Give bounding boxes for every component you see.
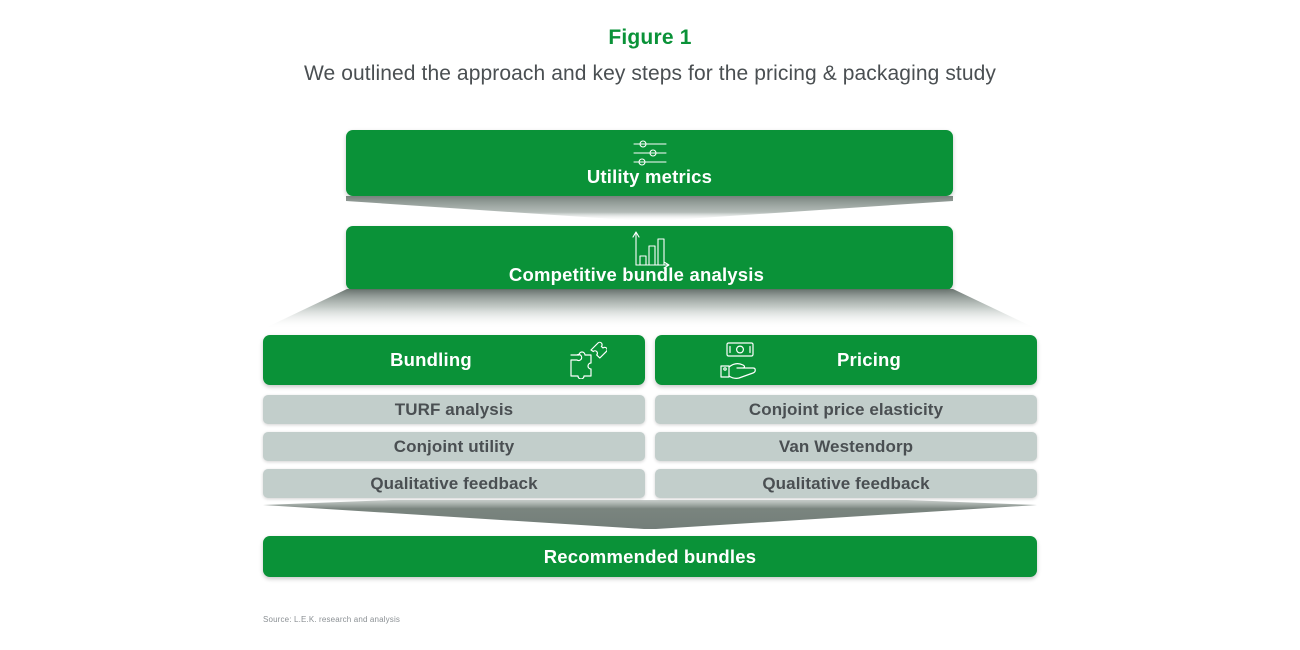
tier-label-competitive-bundle-analysis: Competitive bundle analysis [508,264,765,285]
funnel-connector-1 [346,195,953,223]
sub-item-bundling-2[interactable]: Qualitative feedback [263,469,645,498]
column-header-label-bundling: Bundling [390,349,472,370]
funnel-connector-3 [263,496,1037,532]
funnel-connector-2 [263,289,1037,333]
sub-item-pricing-0[interactable]: Conjoint price elasticity [655,395,1037,424]
puzzle-icon [567,341,608,384]
money-hand-icon [717,340,763,385]
tier-box-utility-metrics[interactable]: Utility metrics [346,130,953,196]
figure-subtitle: We outlined the approach and key steps f… [303,62,997,85]
sub-item-bundling-0[interactable]: TURF analysis [263,395,645,424]
sliders-icon [631,138,669,173]
column-header-bundling[interactable]: Bundling [263,335,645,385]
outcome-box-recommended-bundles[interactable]: Recommended bundles [263,536,1037,577]
source-note: Source: L.E.K. research and analysis [263,615,401,624]
outcome-label-recommended-bundles: Recommended bundles [543,546,757,567]
column-header-pricing[interactable]: Pricing [655,335,1037,385]
bar-chart-icon [628,229,672,274]
tier-box-competitive-bundle-analysis[interactable]: Competitive bundle analysis [346,226,953,290]
sub-item-pricing-1[interactable]: Van Westendorp [655,432,1037,461]
sub-item-pricing-2[interactable]: Qualitative feedback [655,469,1037,498]
sub-item-bundling-1[interactable]: Conjoint utility [263,432,645,461]
tier-label-utility-metrics: Utility metrics [586,166,713,187]
figure-number-label: Figure 1 [608,26,692,49]
column-header-label-pricing: Pricing [836,349,902,370]
